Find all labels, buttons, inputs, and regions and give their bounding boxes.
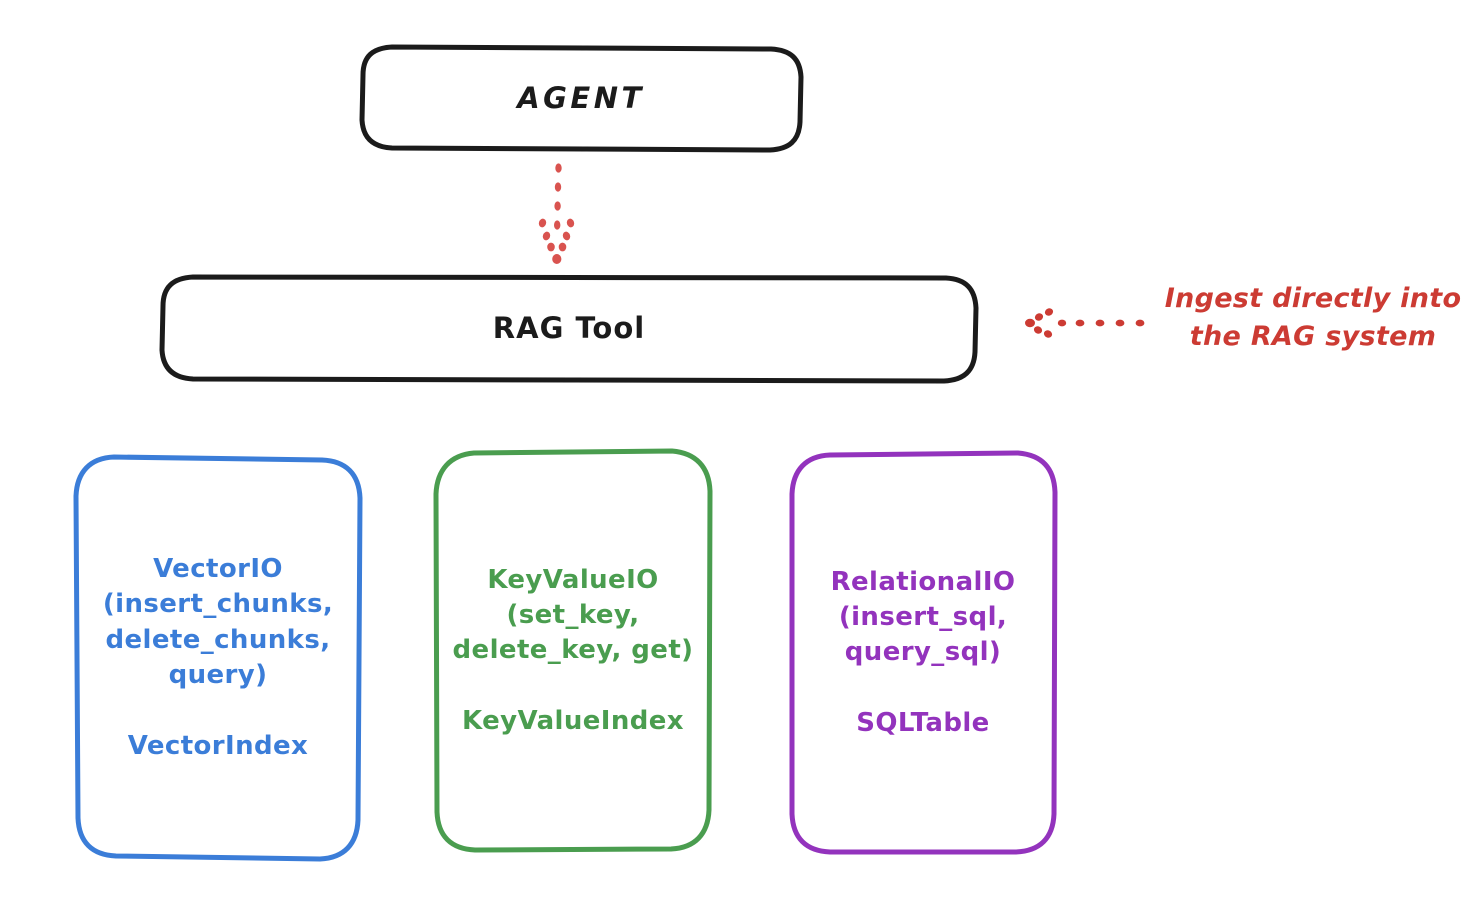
node-rag-tool[interactable]: RAG Tool [156, 272, 982, 384]
node-agent[interactable]: AGENT [356, 42, 806, 154]
node-key-value-io[interactable]: KeyValueIO (set_key, delete_key, get) Ke… [430, 446, 716, 856]
node-relational-io[interactable]: RelationalIO (insert_sql, query_sql) SQL… [786, 448, 1060, 858]
node-vector-io[interactable]: VectorIO (insert_chunks, delete_chunks, … [70, 450, 366, 866]
node-agent-label: AGENT [517, 80, 645, 115]
annotation-ingest-note: Ingest directly into the RAG system [1164, 283, 1462, 353]
node-rag-tool-label: RAG Tool [492, 310, 646, 345]
connector-ingest-to-rag-tool [1025, 308, 1145, 338]
node-key-value-io-label: KeyValueIO (set_key, delete_key, get) Ke… [452, 564, 694, 737]
node-vector-io-label: VectorIO (insert_chunks, delete_chunks, … [102, 553, 334, 761]
node-relational-io-label: RelationalIO (insert_sql, query_sql) SQL… [830, 566, 1016, 739]
connector-agent-to-rag-tool [538, 163, 575, 264]
